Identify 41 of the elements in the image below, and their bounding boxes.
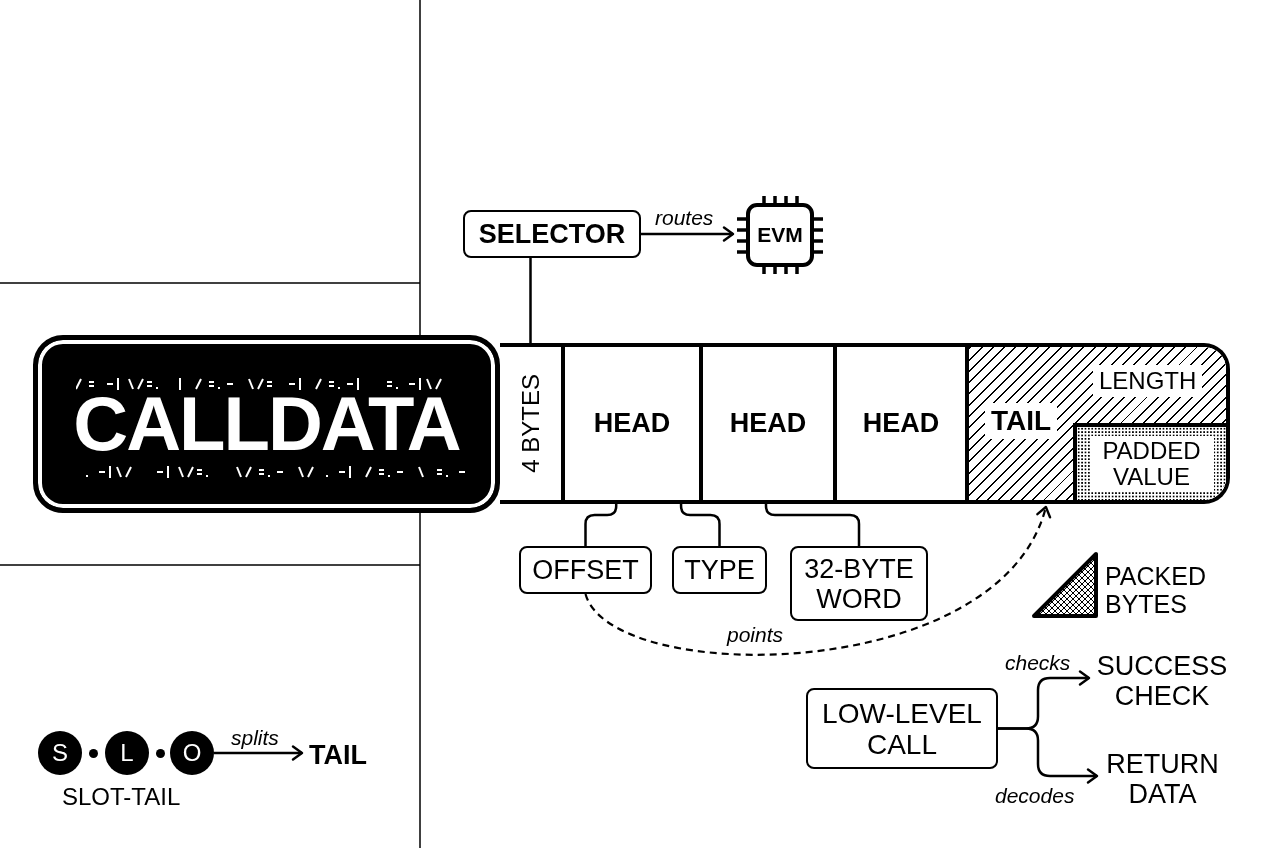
process-box	[463, 210, 641, 258]
calldata-bar	[500, 343, 1230, 504]
edge-label: points	[727, 624, 784, 646]
node-label: HEAD	[729, 408, 807, 439]
node-label: LENGTH	[1093, 365, 1203, 397]
dashed-arrow	[584, 505, 1050, 656]
node-label: TYPE	[684, 554, 755, 586]
node-label: EVM	[757, 223, 803, 247]
node-label: HEAD	[862, 408, 940, 439]
node-label: HEAD	[593, 408, 671, 439]
letter-circle	[105, 731, 149, 775]
node-label: TAIL	[985, 403, 1058, 439]
node-label: SELECTOR	[478, 218, 626, 250]
arrow	[641, 226, 735, 242]
node-label: LOW-LEVEL CALL	[821, 697, 983, 760]
legend-label: PACKED BYTES	[1105, 562, 1207, 618]
node-label: OFFSET	[532, 554, 639, 586]
node-label: 32-BYTE WORD	[803, 553, 915, 614]
hatched-segment	[965, 347, 1226, 500]
node-label: L	[120, 739, 134, 767]
node-label: PADDED VALUE	[1089, 435, 1214, 492]
arrow	[214, 745, 304, 761]
letter-circle	[38, 731, 82, 775]
process-box	[672, 546, 767, 594]
edge-label: splits	[231, 727, 279, 749]
letter-circle	[170, 731, 214, 775]
caption-text: SLOT-TAIL	[62, 783, 181, 810]
process-box	[790, 546, 928, 621]
process-box	[806, 688, 998, 769]
dotted-segment	[1073, 423, 1226, 500]
node-label: S	[52, 739, 68, 767]
node-label: TAIL	[305, 739, 371, 771]
node-label: O	[182, 739, 202, 767]
title-block	[33, 335, 500, 513]
processor-chip	[736, 195, 824, 275]
node-label: SUCCESS CHECK	[1092, 651, 1232, 711]
node-label: CALLDATA	[73, 393, 460, 455]
node-label: RETURN DATA	[1100, 749, 1225, 809]
process-box	[519, 546, 652, 594]
arrow	[998, 727, 1099, 784]
node-label: 4 BYTES	[516, 374, 545, 473]
